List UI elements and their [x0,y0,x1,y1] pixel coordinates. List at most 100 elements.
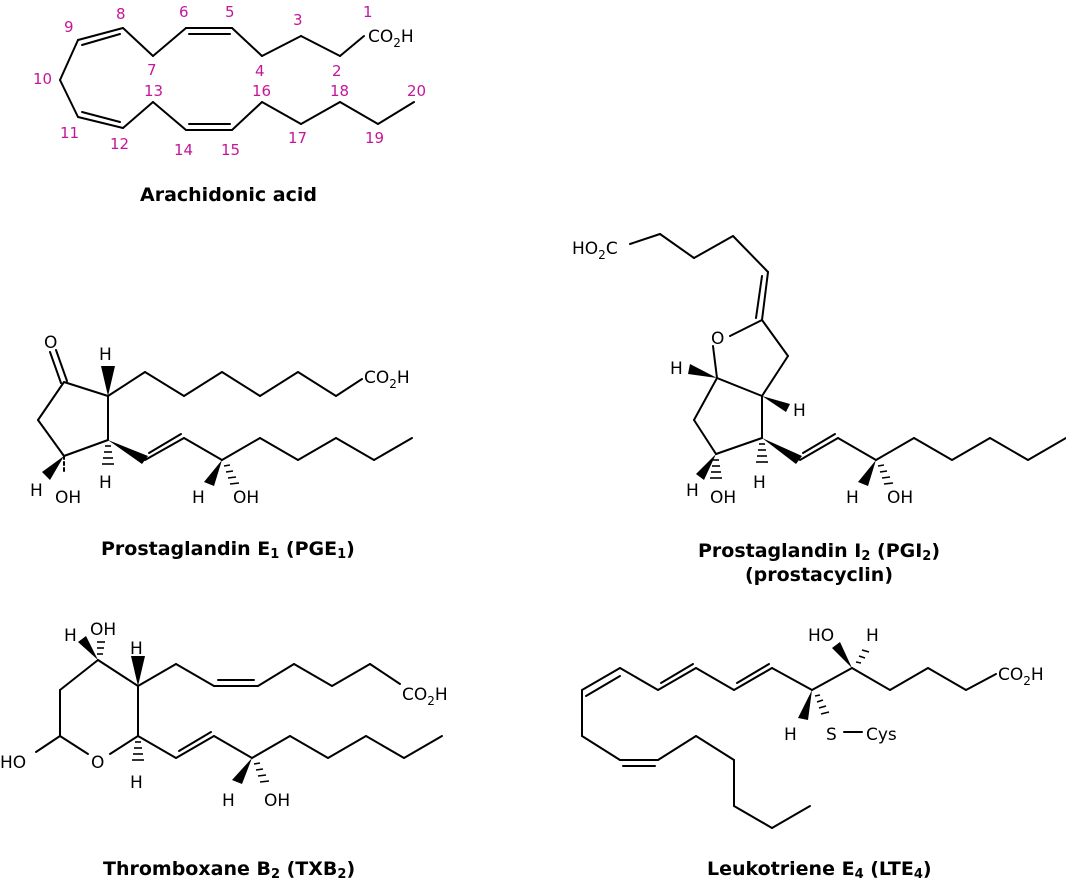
carbon-number: 19 [365,129,384,147]
carbon-number: 3 [293,11,303,29]
lte4-skeleton [581,663,997,829]
hashed-bond [877,464,894,485]
txb2-structure: H OH H CO2H HO O H H OH [0,620,448,811]
caption-subscript: 2 [861,549,871,564]
carbon-number: 6 [179,3,189,21]
caption-subscript: 2 [337,867,347,882]
caption-text: Prostaglandin I [697,540,862,562]
carbon-number: 13 [144,82,163,100]
lte4-carboxyl-label: CO2H [998,665,1044,688]
hashed-bond [132,741,144,761]
caption-text: (LTE [863,858,914,880]
txb2-h-label: H [222,791,235,811]
wedge-bond [108,440,148,464]
carbon-number: 17 [288,129,307,147]
txb2-hydroxyl-label: OH [264,791,290,811]
txb2-h-label: H [64,626,77,646]
txb2-ring-oxygen-label: O [91,753,104,773]
caption-subscript: 2 [922,549,932,564]
pgi2-h-label: H [846,488,859,508]
wedge-bond [131,656,145,686]
pgi2-h-label: H [686,481,699,501]
pgi2-carboxyl-label: HO2C [572,239,618,262]
carbon-number: 2 [332,62,342,80]
lte4-caption: Leukotriene E4 (LTE4) [707,858,932,882]
arachidonic-acid-caption: Arachidonic acid [140,184,317,206]
wedge-bond [696,454,716,480]
pgi2-h-label: H [753,473,766,493]
carbon-number: 9 [64,18,74,36]
arachidonic-carboxyl-label: CO2H [368,27,414,50]
pge1-hydroxyl-label: OH [233,488,259,508]
lte4-h-label: H [784,725,797,745]
hashed-bond [710,459,722,479]
txb2-caption: Thromboxane B2 (TXB2) [103,858,355,882]
caption-text: (TXB [280,858,338,880]
carbon-number: 20 [407,82,426,100]
pge1-skeleton [37,349,413,473]
lte4-h-label: H [866,626,879,646]
caption-subscript: 1 [337,547,347,562]
hashed-bond [814,694,830,715]
caption-text: ) [922,858,932,880]
pgi2-h-label: H [793,401,806,421]
txb2-skeleton [35,659,443,759]
carbon-number: 16 [252,82,271,100]
wedge-bond [762,396,790,412]
pgi2-skeleton [629,233,1066,461]
arachidonic-skeleton [59,27,415,131]
txb2-carboxyl-label: CO2H [402,685,448,708]
wedge-bond [204,460,222,486]
hashed-bond [223,464,240,485]
caption-text: Thromboxane B [103,858,271,880]
caption-alt-name: (prostacyclin) [744,564,894,586]
carbon-number: 5 [225,3,235,21]
caption-text: (PGI [870,540,923,562]
caption-subscript: 1 [270,547,280,562]
pge1-structure: O H CO2H H OH H H OH [30,333,413,508]
wedge-bond [858,460,876,486]
pgi2-caption: Prostaglandin I2 (PGI2) (prostacyclin) [694,540,944,586]
pgi2-hydroxyl-label: OH [887,488,913,508]
txb2-hydroxyl-label: OH [90,620,116,640]
caption-text: (PGE [279,538,338,560]
pgi2-hydroxyl-label: OH [710,488,736,508]
caption-text: Leukotriene E [707,858,855,880]
wedge-bond [762,438,802,464]
wedge-bond [688,364,717,378]
carbon-number: 12 [110,135,129,153]
carbon-number: 15 [221,141,240,159]
pge1-h-label: H [99,345,112,365]
caption-subscript: 4 [913,867,923,882]
carbon-number: 4 [255,62,265,80]
pge1-h-label: H [30,481,43,501]
arachidonic-carbon-numbers: 1 2 3 4 5 6 7 8 9 10 11 12 13 14 15 16 1… [33,3,426,159]
lte4-structure: HO H CO2H H S Cys [581,626,1044,829]
pge1-caption: Prostaglandin E1 (PGE1) [101,538,355,562]
pge1-oxo-label: O [44,333,57,353]
carbon-number: 14 [174,141,193,159]
wedge-bond [232,758,252,784]
txb2-h-label: H [130,639,143,659]
lte4-sulfur-label: S [826,725,837,745]
hashed-bond [756,443,768,463]
hashed-bond [253,762,270,783]
wedge-bond [798,690,812,720]
txb2-h-label: H [130,773,143,793]
caption-text: ) [346,538,355,560]
pge1-h-label: H [192,488,205,508]
carbon-number: 10 [33,70,52,88]
pge1-h-label: H [99,473,112,493]
carbon-number: 11 [60,124,79,142]
hashed-bond [855,649,870,664]
arachidonic-acid-structure: CO2H 1 2 3 4 5 6 7 8 9 10 11 12 13 14 15… [33,3,426,159]
pgi2-ring-oxygen-label: O [711,329,724,349]
wedge-bond [42,456,64,480]
lte4-cysteine-label: Cys [866,725,897,745]
wedge-bond [832,642,852,668]
wedge-bond [78,636,98,660]
hashed-bond [97,641,105,655]
pgi2-structure: HO2C O H H H OH H H OH [572,233,1066,508]
